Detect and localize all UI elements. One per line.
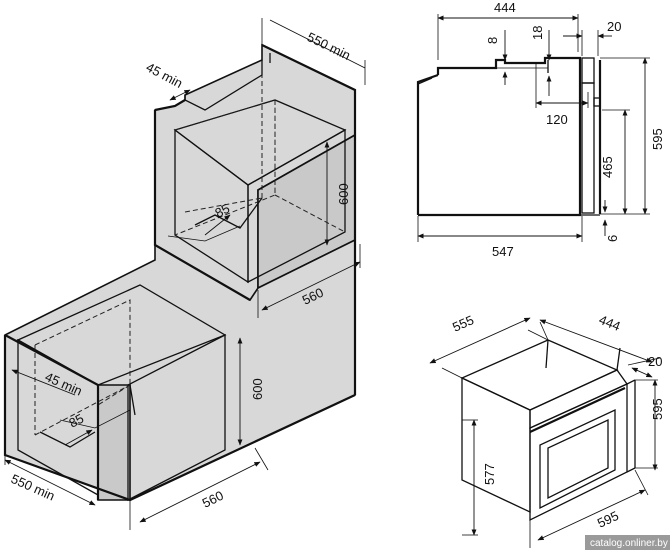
base-niche-height-label: 600 bbox=[250, 378, 265, 400]
base-cutout-label: 85 bbox=[66, 411, 86, 431]
tall-cabinet bbox=[154, 43, 356, 301]
watermark: catalog.onliner.by bbox=[585, 535, 670, 550]
side-total-height-label: 595 bbox=[650, 128, 665, 150]
persp-body-height-label: 577 bbox=[482, 463, 497, 485]
tall-depth-label: 550 min bbox=[305, 29, 353, 63]
side-total-depth-label: 547 bbox=[492, 244, 514, 259]
base-niche-width-label: 560 bbox=[200, 488, 226, 511]
side-handle-label: 120 bbox=[546, 112, 568, 127]
persp-top-depth-label: 444 bbox=[597, 312, 623, 334]
base-depth-label: 550 min bbox=[9, 471, 57, 504]
side-offset-8-label: 8 bbox=[485, 37, 500, 44]
tall-niche-height-label: 600 bbox=[336, 183, 351, 205]
tall-depth-dimension-line bbox=[269, 19, 366, 69]
watermark-text: catalog.onliner.by bbox=[590, 538, 668, 549]
oven-perspective-view: 555 444 20 595 577 595 bbox=[429, 312, 665, 548]
side-offset-18-label: 18 bbox=[530, 26, 545, 40]
side-inner-height-label: 465 bbox=[600, 156, 615, 178]
persp-height-label: 595 bbox=[650, 398, 665, 420]
persp-front-label: 20 bbox=[648, 354, 662, 369]
tall-cutout-label: 85 bbox=[212, 201, 232, 221]
cabinet-drawing: 550 min 45 min 600 560 85 45 min 85 550 … bbox=[3, 18, 366, 530]
persp-depth-label: 555 bbox=[450, 312, 476, 335]
side-bottom-label: 6 bbox=[605, 235, 620, 242]
side-depth-label: 444 bbox=[494, 0, 516, 15]
base-cabinet bbox=[3, 238, 356, 502]
oven-side-view: 444 8 18 20 120 595 465 6 bbox=[416, 0, 665, 259]
tall-gap-label: 45 min bbox=[144, 59, 186, 91]
side-front-label: 20 bbox=[607, 19, 621, 34]
